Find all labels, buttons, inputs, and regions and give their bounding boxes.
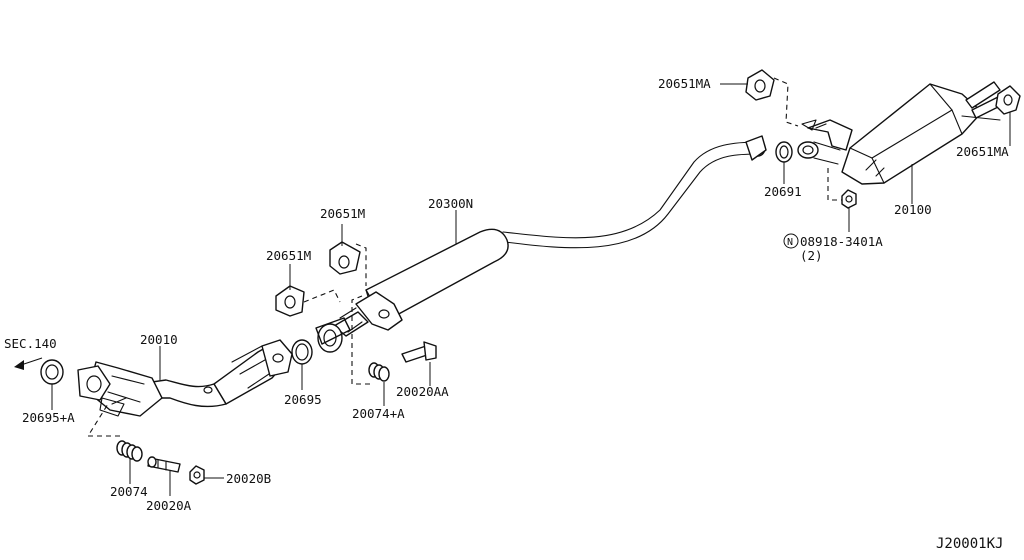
label-20074: 20074 bbox=[110, 484, 148, 499]
rubber-mount-20651m-upper[interactable] bbox=[329, 241, 367, 286]
center-pipe[interactable] bbox=[502, 135, 767, 249]
sec-140-arrow bbox=[14, 357, 43, 370]
front-tube-catalyst[interactable] bbox=[77, 339, 293, 417]
label-20300n: 20300N bbox=[428, 196, 473, 211]
main-muffler[interactable] bbox=[797, 81, 1005, 185]
rubber-mount-20651ma-left[interactable] bbox=[745, 69, 799, 127]
label-08918-3401a: 08918-3401A bbox=[800, 234, 883, 249]
rubber-mount-20651ma-right[interactable] bbox=[995, 85, 1021, 115]
label-20020a: 20020A bbox=[146, 498, 192, 513]
label-20020b: 20020B bbox=[226, 471, 271, 486]
label-20651m-lower: 20651M bbox=[266, 248, 311, 263]
label-sec-140: SEC.140 bbox=[4, 336, 57, 351]
bolt-20020aa[interactable] bbox=[401, 341, 437, 363]
front-gasket-flange[interactable] bbox=[315, 317, 351, 353]
label-20100: 20100 bbox=[894, 202, 932, 217]
center-muffler[interactable] bbox=[333, 228, 509, 337]
rubber-mount-20651m-lower[interactable] bbox=[275, 285, 341, 317]
label-20651ma-right: 20651MA bbox=[956, 144, 1009, 159]
stud-bolt-20020a[interactable] bbox=[147, 456, 181, 473]
gasket-20695[interactable] bbox=[291, 339, 313, 365]
label-20074a: 20074+A bbox=[352, 406, 405, 421]
nut-08918-3401a[interactable] bbox=[827, 168, 857, 209]
nut-callout: N 08918-3401A (2) bbox=[783, 233, 883, 263]
leader-lines bbox=[51, 83, 1011, 496]
label-qty-2: (2) bbox=[800, 248, 823, 263]
label-20691: 20691 bbox=[764, 184, 802, 199]
diagram-code: J20001KJ bbox=[936, 536, 1003, 552]
nut-20020b[interactable] bbox=[189, 465, 205, 485]
label-20651m-upper: 20651M bbox=[320, 206, 365, 221]
spring-20074[interactable] bbox=[87, 403, 143, 462]
spring-20074a[interactable] bbox=[351, 295, 390, 385]
label-20651ma-left: 20651MA bbox=[658, 76, 711, 91]
label-20020aa: 20020AA bbox=[396, 384, 449, 399]
nut-symbol: N bbox=[787, 237, 793, 248]
gasket-20691[interactable] bbox=[775, 141, 793, 163]
gasket-20695a[interactable] bbox=[40, 359, 64, 385]
label-20695a: 20695+A bbox=[22, 410, 75, 425]
label-20695: 20695 bbox=[284, 392, 322, 407]
label-20010: 20010 bbox=[140, 332, 178, 347]
